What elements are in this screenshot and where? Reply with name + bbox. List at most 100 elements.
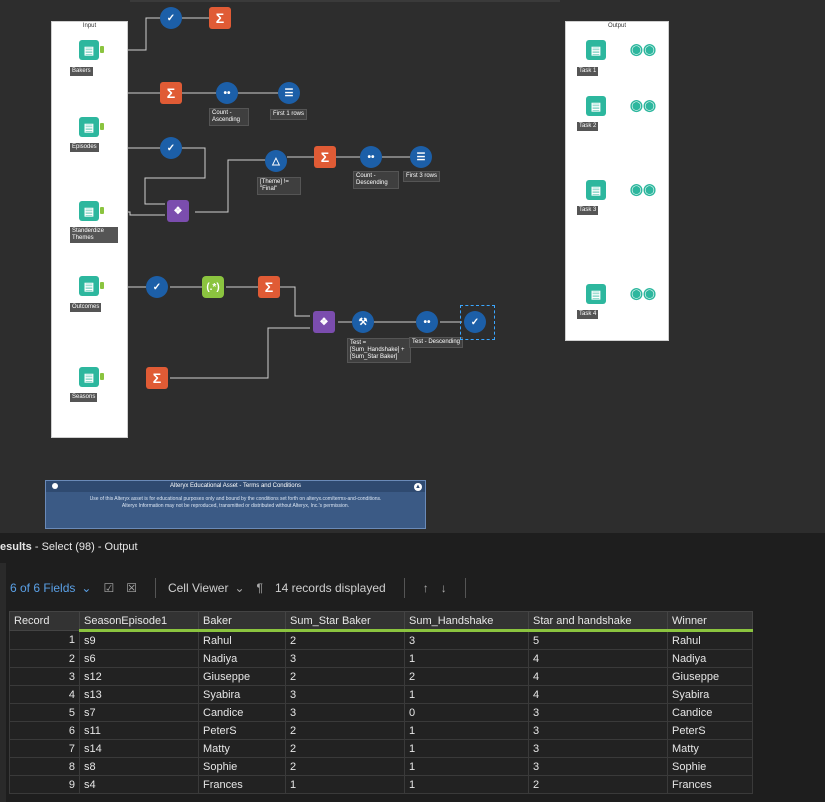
checkbox-icon[interactable]: ☑ bbox=[103, 581, 115, 595]
output-anchor[interactable] bbox=[100, 282, 104, 289]
table-cell[interactable]: s6 bbox=[79, 649, 199, 668]
table-cell[interactable]: 3 bbox=[9, 667, 80, 686]
table-cell[interactable]: s11 bbox=[79, 721, 199, 740]
browse-binoculars-icon[interactable]: ◉◉ bbox=[629, 181, 657, 198]
table-cell[interactable]: 2 bbox=[285, 630, 405, 650]
filter-triangle-icon[interactable]: △ bbox=[265, 150, 287, 172]
table-cell[interactable]: 3 bbox=[528, 739, 668, 758]
output-book-icon-task4[interactable]: ▤ bbox=[586, 284, 606, 304]
table-cell[interactable]: 3 bbox=[285, 703, 405, 722]
table-cell[interactable]: Sophie bbox=[198, 757, 286, 776]
browse-binoculars-icon[interactable]: ◉◉ bbox=[629, 97, 657, 114]
regex-tool-icon[interactable]: (.*) bbox=[202, 276, 224, 298]
input-book-icon-themes[interactable]: ▤ bbox=[79, 201, 99, 221]
table-cell[interactable]: Matty bbox=[198, 739, 286, 758]
table-cell[interactable]: 1 bbox=[404, 685, 529, 704]
table-cell[interactable]: 4 bbox=[528, 685, 668, 704]
arrow-down-icon[interactable]: ↓ bbox=[440, 581, 447, 595]
output-book-icon-task2[interactable]: ▤ bbox=[586, 96, 606, 116]
input-book-icon-seasons[interactable]: ▤ bbox=[79, 367, 99, 387]
sample-rows-icon[interactable]: ☰ bbox=[410, 146, 432, 168]
table-cell[interactable]: Syabira bbox=[667, 685, 753, 704]
table-cell[interactable]: 4 bbox=[528, 649, 668, 668]
sample-rows-icon[interactable]: ☰ bbox=[278, 82, 300, 104]
summarize-sigma-icon[interactable]: Σ bbox=[209, 7, 231, 29]
workflow-canvas[interactable]: Input Output ▤ Bakers ▤ Episodes ▤ Stand… bbox=[0, 0, 825, 533]
table-cell[interactable]: PeterS bbox=[198, 721, 286, 740]
table-cell[interactable]: 8 bbox=[9, 757, 80, 776]
output-anchor[interactable] bbox=[100, 207, 104, 214]
table-cell[interactable]: s13 bbox=[79, 685, 199, 704]
chevron-down-icon[interactable]: ⌄ bbox=[234, 581, 245, 595]
table-cell[interactable]: Candice bbox=[198, 703, 286, 722]
table-cell[interactable]: 3 bbox=[528, 721, 668, 740]
table-cell[interactable]: 5 bbox=[528, 630, 668, 650]
table-cell[interactable]: 3 bbox=[528, 703, 668, 722]
table-cell[interactable]: Candice bbox=[667, 703, 753, 722]
table-cell[interactable]: Nadiya bbox=[667, 649, 753, 668]
col-header-winner[interactable]: Winner bbox=[667, 611, 753, 632]
table-cell[interactable]: 1 bbox=[404, 757, 529, 776]
input-book-icon-bakers[interactable]: ▤ bbox=[79, 40, 99, 60]
select-tool-checkmark-icon[interactable]: ✓ bbox=[146, 276, 168, 298]
table-cell[interactable]: 0 bbox=[404, 703, 529, 722]
table-cell[interactable]: 1 bbox=[9, 630, 80, 650]
output-book-icon-task3[interactable]: ▤ bbox=[586, 180, 606, 200]
browse-binoculars-icon[interactable]: ◉◉ bbox=[629, 41, 657, 58]
table-cell[interactable]: s14 bbox=[79, 739, 199, 758]
formula-flask-icon[interactable]: ⚒ bbox=[352, 311, 374, 333]
table-cell[interactable]: 3 bbox=[285, 685, 405, 704]
table-cell[interactable]: 7 bbox=[9, 739, 80, 758]
output-anchor[interactable] bbox=[100, 123, 104, 130]
output-anchor[interactable] bbox=[100, 46, 104, 53]
arrow-up-icon[interactable]: ↑ bbox=[422, 581, 429, 595]
summarize-sigma-icon[interactable]: Σ bbox=[258, 276, 280, 298]
uncheck-box-icon[interactable]: ☒ bbox=[126, 581, 137, 595]
table-cell[interactable]: 3 bbox=[404, 630, 529, 650]
join-tool-icon[interactable]: ❖ bbox=[313, 311, 335, 333]
table-cell[interactable]: s9 bbox=[79, 630, 199, 650]
table-cell[interactable]: 2 bbox=[285, 757, 405, 776]
input-book-icon-outcomes[interactable]: ▤ bbox=[79, 276, 99, 296]
col-header-baker[interactable]: Baker bbox=[198, 611, 286, 632]
table-cell[interactable]: 4 bbox=[528, 667, 668, 686]
table-cell[interactable]: 2 bbox=[528, 775, 668, 794]
terms-comment-box[interactable]: Alteryx Educational Asset - Terms and Co… bbox=[45, 480, 426, 529]
browse-binoculars-icon[interactable]: ◉◉ bbox=[629, 285, 657, 302]
table-cell[interactable]: 1 bbox=[404, 721, 529, 740]
table-cell[interactable]: 9 bbox=[9, 775, 80, 794]
col-header-seasonepisode[interactable]: SeasonEpisode1 bbox=[79, 611, 199, 632]
select-tool-checkmark-icon[interactable]: ✓ bbox=[160, 7, 182, 29]
table-cell[interactable]: 2 bbox=[285, 721, 405, 740]
table-cell[interactable]: 4 bbox=[9, 685, 80, 704]
select-tool-checkmark-icon[interactable]: ✓ bbox=[160, 137, 182, 159]
col-header-sum-star-baker[interactable]: Sum_Star Baker bbox=[285, 611, 405, 632]
table-cell[interactable]: s4 bbox=[79, 775, 199, 794]
summarize-sigma-icon[interactable]: Σ bbox=[314, 146, 336, 168]
fields-dropdown[interactable]: 6 of 6 Fields bbox=[10, 581, 76, 595]
table-cell[interactable]: 2 bbox=[404, 667, 529, 686]
sort-dots-icon[interactable]: •• bbox=[360, 146, 382, 168]
output-anchor[interactable] bbox=[100, 373, 104, 380]
sort-dots-icon[interactable]: •• bbox=[416, 311, 438, 333]
chevron-down-icon[interactable]: ⌄ bbox=[81, 581, 92, 595]
table-cell[interactable]: Nadiya bbox=[198, 649, 286, 668]
summarize-sigma-icon[interactable]: Σ bbox=[146, 367, 168, 389]
table-cell[interactable]: Giuseppe bbox=[198, 667, 286, 686]
table-cell[interactable]: 6 bbox=[9, 721, 80, 740]
input-book-icon-episodes[interactable]: ▤ bbox=[79, 117, 99, 137]
table-cell[interactable]: 2 bbox=[9, 649, 80, 668]
table-cell[interactable]: 1 bbox=[404, 775, 529, 794]
table-cell[interactable]: PeterS bbox=[667, 721, 753, 740]
table-cell[interactable]: 3 bbox=[285, 649, 405, 668]
table-cell[interactable]: Frances bbox=[198, 775, 286, 794]
output-book-icon-task1[interactable]: ▤ bbox=[586, 40, 606, 60]
summarize-sigma-icon[interactable]: Σ bbox=[160, 82, 182, 104]
